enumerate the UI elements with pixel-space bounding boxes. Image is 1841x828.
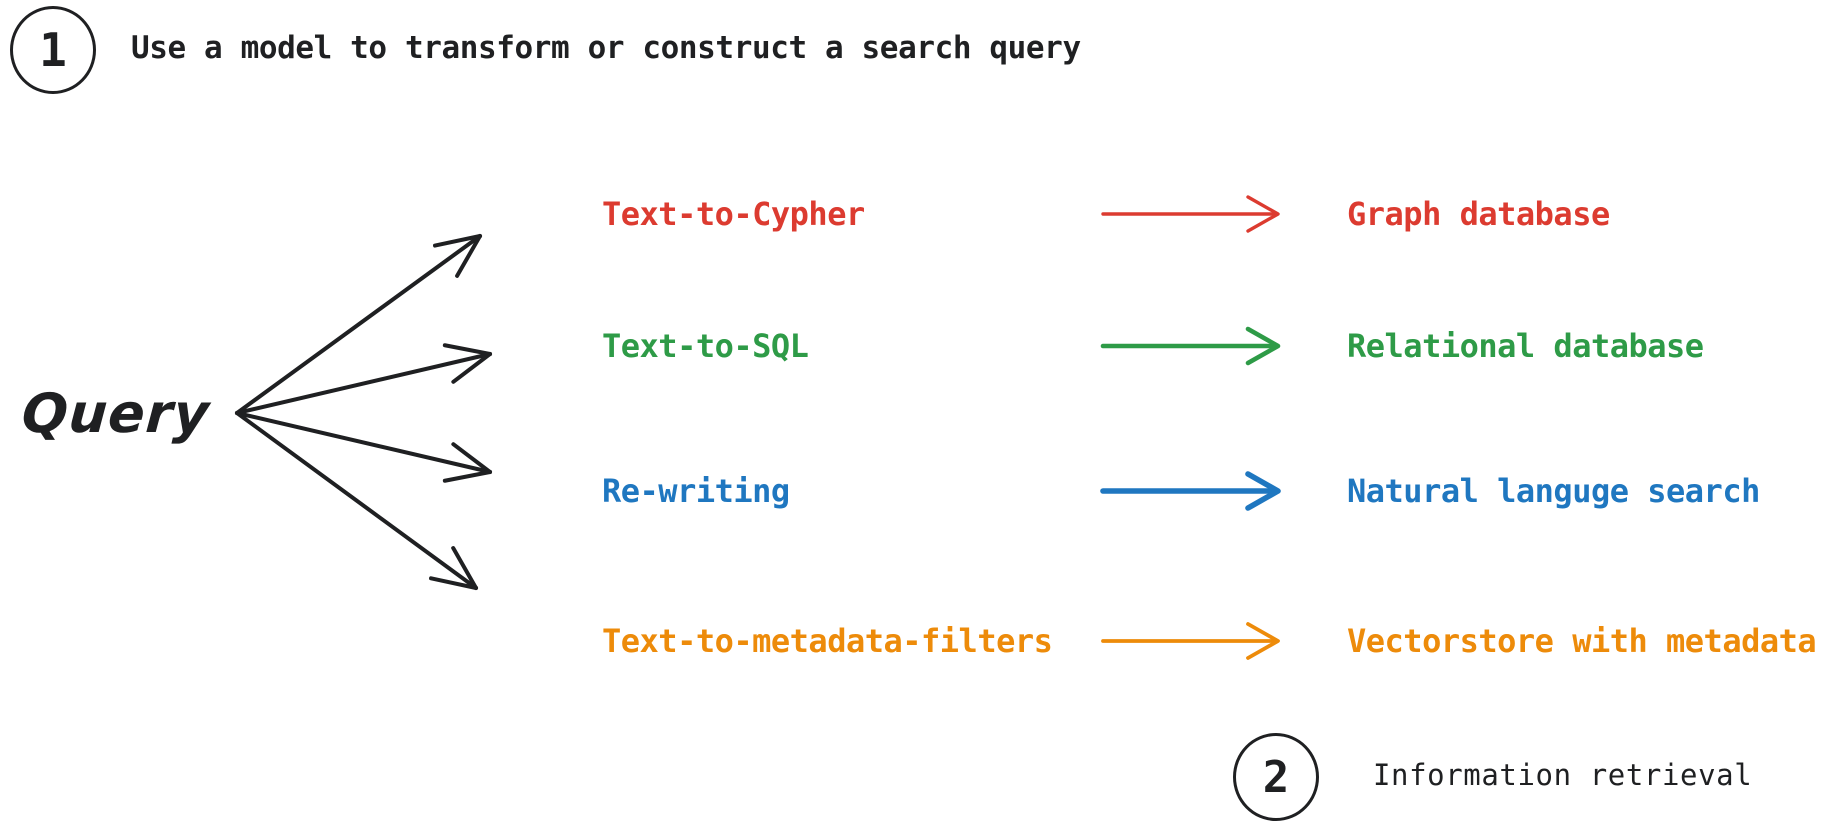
step-badge-1: 1 (10, 6, 96, 94)
arrow-right-icon (1100, 326, 1281, 366)
target-label-vectorstore-with-metadata[interactable]: Vectorstore with metadata (1347, 622, 1817, 660)
step-1-caption: Use a model to transform or construct a … (131, 30, 1081, 66)
pipeline-row: Text-to-SQL Relational database (0, 318, 1841, 374)
target-label-graph-database[interactable]: Graph database (1347, 195, 1610, 233)
pipeline-row: Re-writing Natural languge search (0, 463, 1841, 519)
target-label-natural-language-search[interactable]: Natural languge search (1347, 472, 1760, 510)
arrow-right-icon (1101, 195, 1280, 233)
transform-label-text-to-cypher[interactable]: Text-to-Cypher (602, 195, 865, 233)
target-label-relational-database[interactable]: Relational database (1347, 327, 1704, 365)
pipeline-row: Text-to-metadata-filters Vectorstore wit… (0, 613, 1841, 669)
arrow-right-icon (1100, 471, 1281, 511)
query-source-label: Query (19, 382, 213, 445)
step-2-caption: Information retrieval (1373, 758, 1753, 792)
pipeline-row: Text-to-Cypher Graph database (0, 186, 1841, 242)
transform-label-re-writing[interactable]: Re-writing (602, 472, 790, 510)
step-badge-2: 2 (1233, 733, 1319, 821)
transform-label-text-to-sql[interactable]: Text-to-SQL (602, 327, 809, 365)
arrow-right-icon (1101, 622, 1280, 660)
transform-label-text-to-metadata-filters[interactable]: Text-to-metadata-filters (602, 622, 1053, 660)
